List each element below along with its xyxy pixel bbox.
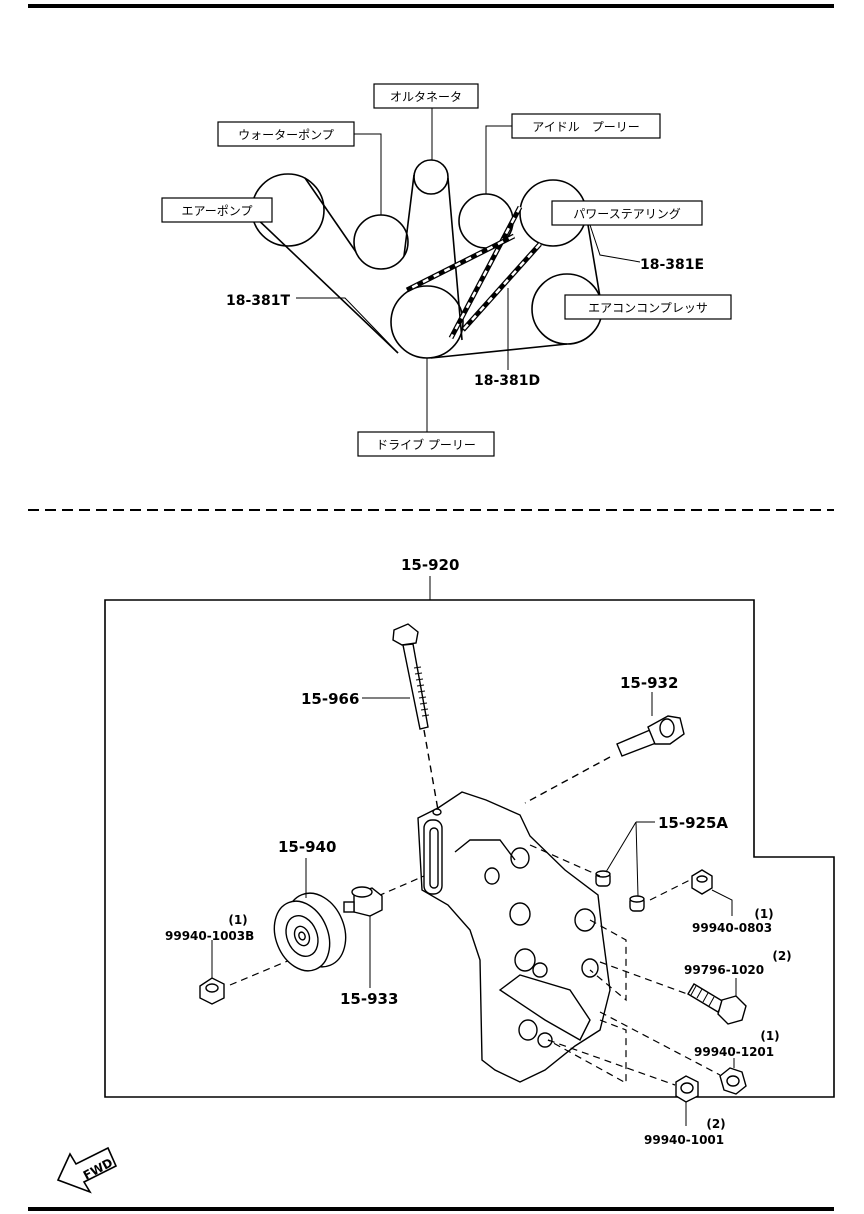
belt-18-381t — [251, 174, 463, 354]
nut-pulley-qty: (1) — [228, 913, 247, 927]
belt-e-label: 18-381E — [640, 257, 704, 273]
assembly-number: 15-920 — [401, 556, 459, 574]
dowels-15-925a — [595, 870, 645, 912]
water-pump-label: ウォーターポンプ — [238, 128, 334, 142]
nut-99940-1003b — [199, 977, 225, 1005]
alternator-label: オルタネータ — [390, 90, 462, 104]
nut-bottom-qty: (2) — [706, 1117, 725, 1131]
alternator-pulley — [413, 159, 449, 195]
belt-t-label: 18-381T — [226, 293, 291, 309]
nut-mid-qty: (1) — [760, 1029, 779, 1043]
bolt-number: 15-966 — [301, 690, 359, 708]
fwd-arrow-icon: FWD — [56, 1146, 118, 1194]
dowel-leaders — [605, 821, 655, 897]
idler-pulley-number: 15-940 — [278, 838, 336, 856]
bolt-side-part: 99796-1020 — [684, 963, 764, 977]
belt-18-381d — [405, 205, 542, 340]
idler-pulley-15-940 — [273, 892, 347, 972]
water-pump-pulley — [353, 214, 409, 270]
belt-label-idle-pulley: アイドル プーリー — [511, 113, 661, 139]
bolt-99796-1020 — [687, 983, 747, 1025]
bolt-15-966 — [392, 623, 439, 811]
belt-18-381e — [430, 212, 603, 359]
nut-99940-1001 — [675, 1075, 699, 1103]
stud-bolt-number: 15-932 — [620, 674, 678, 692]
drive-pulley-label: ドライブ プーリー — [376, 437, 476, 452]
dowel-number: 15-925A — [658, 814, 728, 832]
nut-99940-1201 — [719, 1067, 747, 1095]
nut-bottom-part: 99940-1001 — [644, 1133, 724, 1147]
bolt-side-qty: (2) — [772, 949, 791, 963]
spacer-number: 15-933 — [340, 990, 398, 1008]
drive-pulley — [390, 285, 464, 359]
idle-pulley-label: アイドル プーリー — [532, 120, 639, 134]
assembly-outline — [104, 599, 835, 1098]
belt-label-power-steering: パワーステアリング — [551, 200, 703, 226]
belt-label-alternator: オルタネータ — [373, 83, 479, 109]
spacer-15-933 — [343, 886, 383, 917]
nut-pulley-part: 99940-1003B — [165, 929, 254, 943]
nut-top-qty: (1) — [754, 907, 773, 921]
stud-bolt-15-932 — [524, 715, 685, 804]
ac-compressor-label: エアコンコンプレッサ — [588, 301, 708, 315]
idler-bracket — [417, 791, 611, 1083]
belt-routing-diagram — [251, 108, 641, 432]
belt-label-drive-pulley: ドライブ プーリー — [357, 431, 495, 457]
nut-99940-0803 — [691, 869, 713, 895]
power-steering-label: パワーステアリング — [573, 207, 680, 221]
air-pump-label: エアーポンプ — [182, 204, 253, 218]
nut-top-part: 99940-0803 — [692, 921, 772, 935]
nut-mid-part: 99940-1201 — [694, 1045, 774, 1059]
assembly-guide-lines — [229, 844, 721, 1086]
belt-d-label: 18-381D — [474, 373, 540, 389]
belt-label-air-pump: エアーポンプ — [161, 197, 273, 223]
belt-label-water-pump: ウォーターポンプ — [217, 121, 355, 147]
belt-label-ac-compressor: エアコンコンプレッサ — [564, 294, 732, 320]
nut-top-leader — [711, 889, 733, 916]
